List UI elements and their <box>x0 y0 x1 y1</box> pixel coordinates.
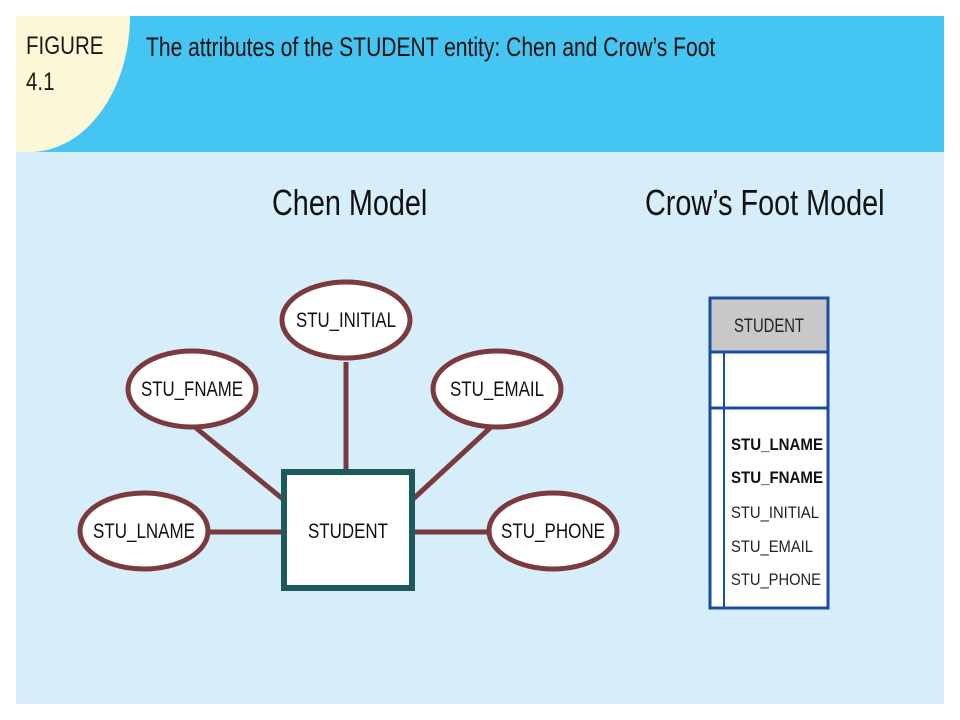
chen-attribute-stu-email: STU_EMAIL <box>430 348 564 430</box>
chen-attribute-label: STU_EMAIL <box>450 378 544 401</box>
chen-entity-label: STUDENT <box>308 520 388 543</box>
chen-attribute-label: STU_LNAME <box>93 520 195 543</box>
connector-stu-email <box>410 426 492 502</box>
crows-foot-attribute: STU_PHONE <box>731 570 821 589</box>
crows-foot-entity-table: STUDENT STU_LNAME STU_FNAME STU_INITIAL … <box>708 296 830 610</box>
chen-attribute-label: STU_PHONE <box>501 520 605 543</box>
crows-foot-attribute: STU_LNAME <box>731 435 823 454</box>
chen-attribute-stu-phone: STU_PHONE <box>486 490 620 572</box>
figure-header <box>16 16 944 152</box>
figure-number: 4.1 <box>26 68 55 96</box>
crows-foot-attribute: STU_EMAIL <box>731 537 813 556</box>
crows-foot-attribute: STU_INITIAL <box>731 503 819 522</box>
chen-attribute-stu-initial: STU_INITIAL <box>279 279 413 361</box>
connector-stu-fname <box>194 426 286 502</box>
chen-attribute-label: STU_INITIAL <box>296 309 396 332</box>
chen-model-title: Chen Model <box>272 182 428 223</box>
crows-foot-model-title: Crow’s Foot Model <box>645 182 885 223</box>
figure-label: FIGURE <box>26 32 104 60</box>
chen-attribute-stu-lname: STU_LNAME <box>77 490 211 572</box>
chen-attribute-stu-fname: STU_FNAME <box>125 348 259 430</box>
chen-connectors <box>194 362 492 535</box>
crows-foot-attribute: STU_FNAME <box>731 468 823 487</box>
chen-attribute-label: STU_FNAME <box>141 378 243 401</box>
figure-title: The attributes of the STUDENT entity: Ch… <box>146 32 716 62</box>
crows-foot-entity-name: STUDENT <box>734 316 804 337</box>
chen-entity-student: STUDENT <box>281 469 415 591</box>
